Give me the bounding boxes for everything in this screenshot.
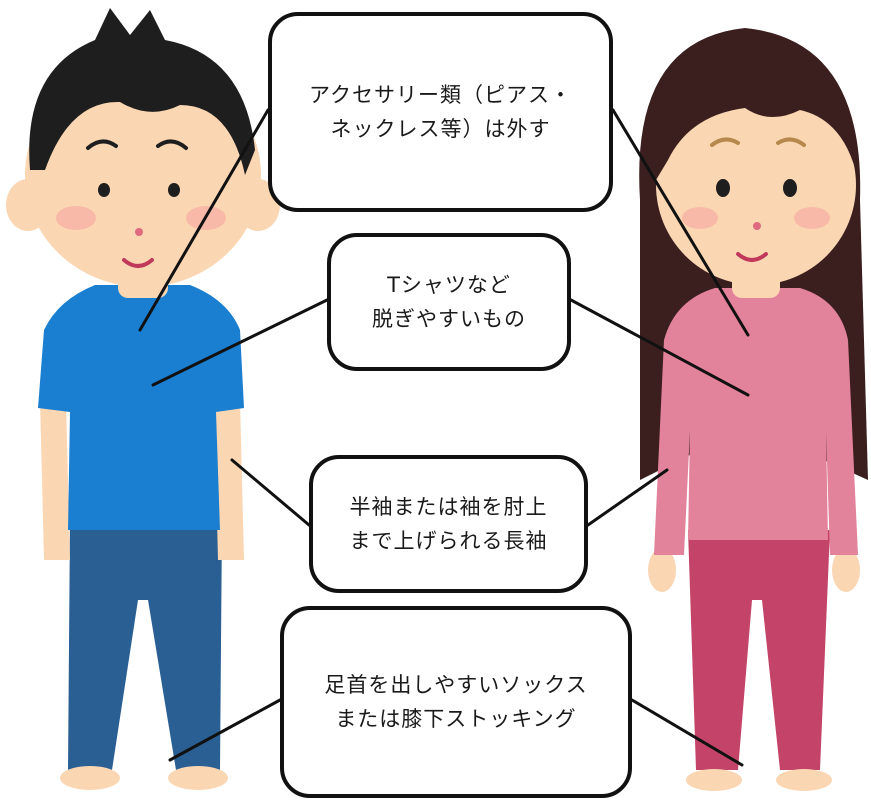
connector-c3-boy <box>230 458 311 527</box>
girl-right-hand <box>832 548 860 592</box>
boy-tshirt <box>38 285 244 530</box>
boy-figure-icon <box>6 8 280 790</box>
boy-mouth <box>122 258 154 268</box>
girl-nose <box>753 222 761 230</box>
callout-sleeves: 半袖または袖を肘上 まで上げられる長袖 <box>309 455 588 593</box>
connector-c1-girl <box>611 108 750 337</box>
connector-lines <box>138 108 750 767</box>
boy-pants <box>68 520 222 770</box>
girl-right-foot <box>776 769 832 791</box>
boy-right-foot <box>168 766 228 790</box>
connector-c2-girl <box>569 298 750 397</box>
girl-right-eye <box>783 179 797 197</box>
connector-c3-girl <box>586 468 669 527</box>
callout-tshirt: Tシャツなど 脱ぎやすいもの <box>327 233 571 371</box>
boy-left-arm <box>40 400 70 560</box>
boy-left-cheek <box>56 206 96 230</box>
callout-text-line: 半袖または袖を肘上 <box>349 495 548 519</box>
girl-pants <box>688 530 830 770</box>
boy-left-foot <box>60 766 120 790</box>
connector-c4-girl <box>630 698 744 767</box>
girl-left-brow <box>710 137 740 147</box>
girl-mouth <box>736 252 768 262</box>
callout-text-line: アクセサリー類（ピアス・ <box>309 83 572 107</box>
connector-c2-boy <box>151 298 329 387</box>
girl-left-eye <box>716 179 730 197</box>
boy-hair <box>29 8 256 175</box>
connector-c1-boy <box>138 108 270 332</box>
girl-left-hand <box>648 548 676 592</box>
callout-socks: 足首を出しやすいソックス または膝下ストッキング <box>280 606 632 798</box>
girl-head <box>656 85 856 285</box>
girl-right-cheek <box>794 207 830 229</box>
boy-nose <box>135 228 143 236</box>
girl-long-sleeve-shirt <box>654 288 858 555</box>
girl-right-brow <box>776 137 806 147</box>
boy-right-brow <box>156 139 188 150</box>
connector-c4-boy <box>168 698 282 762</box>
callout-text-line: Tシャツなど <box>387 273 511 297</box>
girl-bangs <box>655 62 858 180</box>
callout-text-line: ネックレス等）は外す <box>330 117 551 141</box>
girl-left-foot <box>686 769 742 791</box>
boy-right-eye <box>168 183 180 197</box>
callout-text-line: または膝下ストッキング <box>335 707 577 731</box>
callout-text-line: 脱ぎやすいもの <box>372 307 526 331</box>
boy-right-arm <box>214 400 244 560</box>
boy-head <box>25 63 261 287</box>
girl-left-cheek <box>682 207 718 229</box>
callout-text-line: まで上げられる長袖 <box>349 529 548 553</box>
girl-figure-icon <box>639 28 868 791</box>
boy-left-eye <box>98 183 110 197</box>
callout-accessories: アクセサリー類（ピアス・ ネックレス等）は外す <box>268 12 613 212</box>
boy-left-brow <box>86 139 118 150</box>
callout-text-line: 足首を出しやすいソックス <box>324 673 588 697</box>
